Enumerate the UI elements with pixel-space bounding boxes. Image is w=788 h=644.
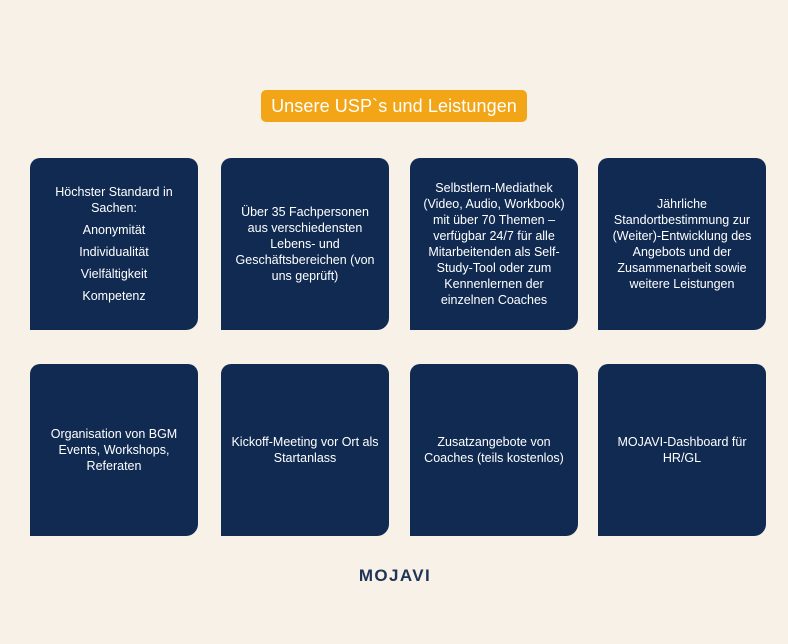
usp-card-annual-review: Jährliche Standortbestimmung zur (Weiter… <box>598 158 766 330</box>
card-text: Über 35 Fachpersonen aus verschiedensten… <box>235 205 375 283</box>
card-text: Jährliche Standortbestimmung zur (Weiter… <box>612 197 752 291</box>
list-item: Individualität <box>79 245 149 259</box>
usp-card-highest-standard: Höchster Standard in Sachen: Anonymität … <box>30 158 198 330</box>
list-item: Vielfältigkeit <box>80 267 148 281</box>
usp-card-experts: Über 35 Fachpersonen aus verschiedensten… <box>221 158 389 330</box>
card-title: Höchster Standard in Sachen: <box>55 185 173 215</box>
list-item: Kompetenz <box>82 289 146 303</box>
list-item: Anonymität <box>82 223 146 237</box>
card-text: Kickoff-Meeting vor Ort als Startanlass <box>231 435 379 465</box>
card-text: Organisation von BGM Events, Workshops, … <box>50 427 178 473</box>
service-card-dashboard: MOJAVI-Dashboard für HR/GL <box>598 364 766 536</box>
service-card-coach-extras: Zusatzangebote von Coaches (teils kosten… <box>410 364 578 536</box>
mojavi-logo: MOJAVI <box>358 566 432 585</box>
card-text: MOJAVI-Dashboard für HR/GL <box>617 435 747 465</box>
page-title-badge: Unsere USP`s und Leistungen <box>261 90 527 122</box>
usp-card-media-library: Selbstlern-Mediathek (Video, Audio, Work… <box>410 158 578 330</box>
service-card-kickoff: Kickoff-Meeting vor Ort als Startanlass <box>221 364 389 536</box>
service-card-bgm-events: Organisation von BGM Events, Workshops, … <box>30 364 198 536</box>
card-text: Zusatzangebote von Coaches (teils kosten… <box>424 435 564 465</box>
card-text: Selbstlern-Mediathek (Video, Audio, Work… <box>423 181 565 307</box>
